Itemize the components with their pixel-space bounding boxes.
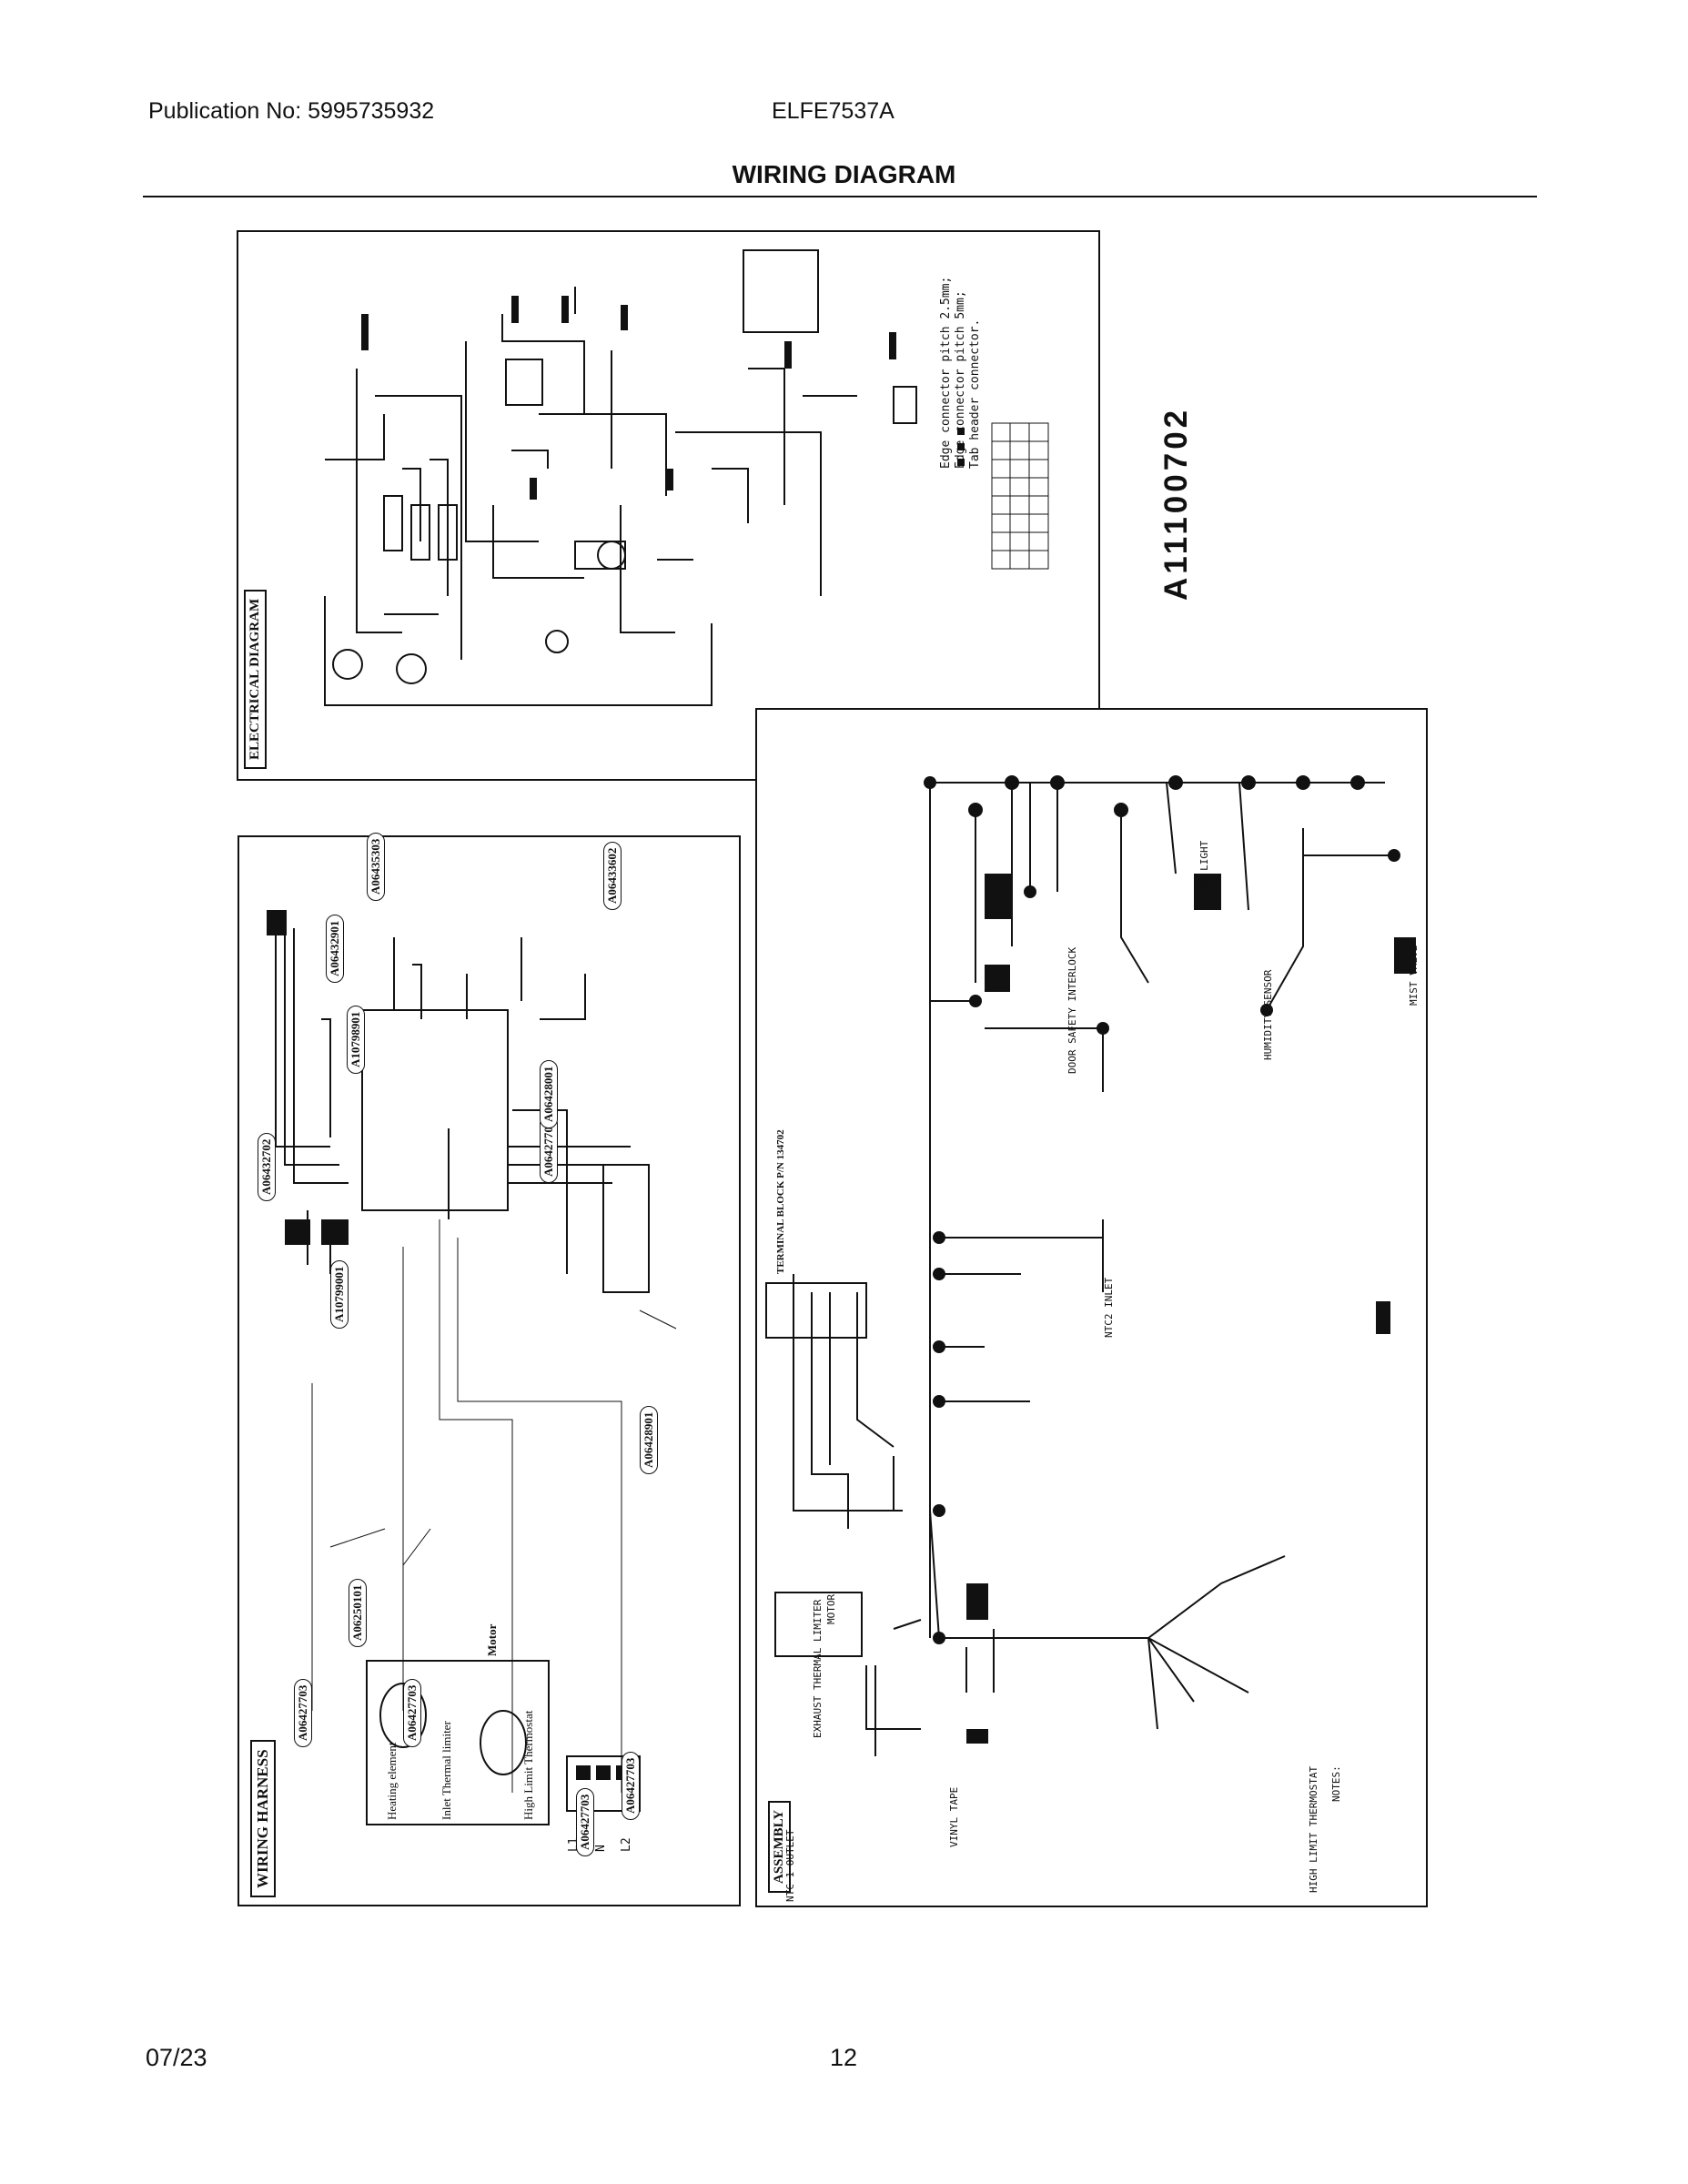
heating-element-label: Heating element [385,1742,399,1820]
harness-drawing [267,910,677,1825]
electrical-schematic [324,249,1049,706]
harness-callout: A06427703 [576,1787,594,1856]
electrical-diagram-label: ELECTRICAL DIAGRAM [244,589,267,769]
assembly-motor-label: MOTOR [825,1593,837,1624]
humidity-sensor-label: HUMIDITY SENSOR [1262,969,1274,1060]
harness-callout: A06427703 [622,1751,640,1820]
harness-callout: A10799001 [330,1259,349,1329]
harness-callout: A06250101 [349,1578,367,1647]
vinyl-tape-label: VINYL TAPE [948,1786,960,1847]
door-safety-label: DOOR SAFETY INTERLOCK [1066,946,1078,1074]
wiring-harness-panel: WIRING HARNESS Motor Heating element Inl… [238,832,741,1906]
inlet-limiter-label: Inlet Thermal limiter [440,1721,453,1820]
page-title: WIRING DIAGRAM [732,160,956,188]
electrical-diagram-panel: ELECTRICAL DIAGRAM Edge connector pitch … [237,230,1100,781]
terminal-block-label: TERMINAL BLOCK P/N 134702 [775,1129,786,1274]
wiring-harness-label: WIRING HARNESS [250,1740,276,1897]
drum-light-label: DRUM LIGHT [1198,840,1210,901]
terminal-n-label: N [594,1845,608,1852]
harness-callout: A06427703 [403,1678,421,1747]
title-rule [143,196,1537,197]
harness-callout: A06433602 [603,841,622,910]
assembly-drawing [765,775,1416,1756]
ntc2-inlet-label: NTC2 INLET [1103,1277,1115,1338]
mist-valve-label: MIST VALVE [1408,945,1420,1006]
ntc1-outlet-label: NTC 1 OUTLET [784,1829,796,1902]
high-limit-thermostat-label: HIGH LIMIT THERMOSTAT [1308,1765,1319,1893]
harness-callout: A06432702 [258,1132,276,1201]
connector-note-1: Edge connector pitch 2.5mm; [939,276,953,469]
connector-note-2: Edge connector pitch 5mm; [954,290,967,469]
harness-callout: A06428901 [640,1405,658,1474]
connector-note-3: Tab header connector. [968,318,982,469]
high-limit-label: High Limit Thermostat [521,1710,535,1820]
publication-number: Publication No: 5995735932 [148,98,435,124]
harness-callout: A06427703 [294,1678,312,1747]
terminal-l2-label: L2 [620,1837,633,1852]
notes-title: NOTES: [1330,1765,1342,1802]
harness-callout: A06435303 [367,832,385,901]
harness-callout: A06432901 [326,914,344,983]
harness-callout: A06428001 [540,1059,558,1128]
footer-date: 07/23 [146,2044,207,2071]
page-number: 12 [830,2044,858,2071]
harness-callout: A10798901 [347,1005,365,1074]
exhaust-limiter-label: EXHAUST THERMAL LIMITER [812,1599,824,1738]
assembly-panel: ASSEMBLY MOTOR TERMINAL BLOCK P/N 134702… [755,708,1428,1907]
model-number: ELFE7537A [772,98,895,124]
motor-label: Motor [485,1623,499,1656]
diagram-part-number: A11100702 [1158,406,1194,601]
